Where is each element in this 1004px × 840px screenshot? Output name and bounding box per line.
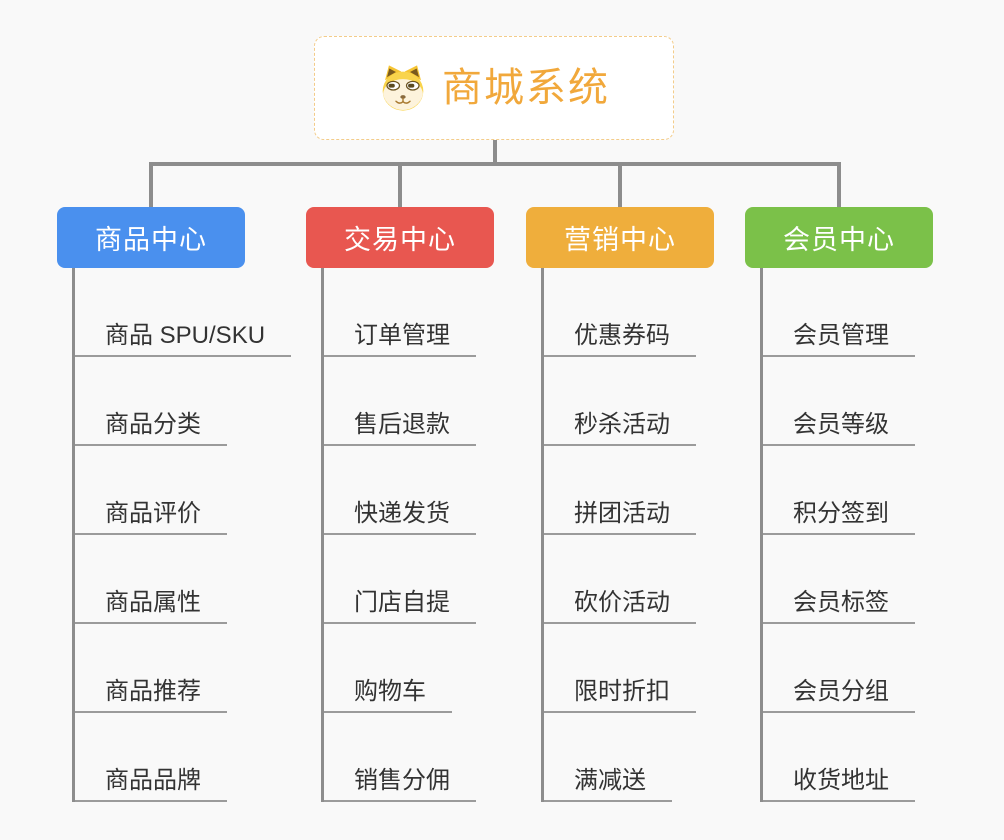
leaf-node[interactable]: 购物车 (324, 624, 452, 713)
leaf-node[interactable]: 商品分类 (75, 357, 227, 446)
leaf-node[interactable]: 售后退款 (324, 357, 476, 446)
leaf-node[interactable]: 商品 SPU/SKU (75, 268, 292, 357)
leaf-node[interactable]: 拼团活动 (544, 446, 696, 535)
connector-bus (149, 162, 841, 166)
branch-children-product: 商品 SPU/SKU 商品分类 商品评价 商品属性 商品推荐 商品品牌 (72, 268, 292, 802)
connector-root-stub (493, 140, 497, 166)
leaf-node[interactable]: 快递发货 (324, 446, 476, 535)
leaf-node[interactable]: 满减送 (544, 713, 672, 802)
leaf-node[interactable]: 会员管理 (763, 268, 915, 357)
branch-header-marketing[interactable]: 营销中心 (526, 207, 714, 268)
branch-header-product[interactable]: 商品中心 (57, 207, 245, 268)
leaf-node[interactable]: 商品属性 (75, 535, 227, 624)
leaf-node[interactable]: 商品推荐 (75, 624, 227, 713)
connector-stub-trade (398, 162, 402, 207)
leaf-node[interactable]: 订单管理 (324, 268, 476, 357)
leaf-node[interactable]: 会员等级 (763, 357, 915, 446)
leaf-node[interactable]: 砍价活动 (544, 535, 696, 624)
root-node[interactable]: 商城系统 (314, 36, 674, 140)
leaf-node[interactable]: 限时折扣 (544, 624, 696, 713)
leaf-node[interactable]: 收货地址 (763, 713, 915, 802)
branch-product: 商品中心 商品 SPU/SKU 商品分类 商品评价 商品属性 商品推荐 商品品牌 (57, 207, 292, 802)
branch-children-member: 会员管理 会员等级 积分签到 会员标签 会员分组 收货地址 (760, 268, 915, 802)
connector-stub-member (837, 162, 841, 207)
leaf-node[interactable]: 商品评价 (75, 446, 227, 535)
leaf-node[interactable]: 优惠券码 (544, 268, 696, 357)
branch-children-marketing: 优惠券码 秒杀活动 拼团活动 砍价活动 限时折扣 满减送 (541, 268, 696, 802)
branch-trade: 交易中心 订单管理 售后退款 快递发货 门店自提 购物车 销售分佣 (306, 207, 494, 802)
leaf-node[interactable]: 积分签到 (763, 446, 915, 535)
connector-stub-marketing (618, 162, 622, 207)
branch-children-trade: 订单管理 售后退款 快递发货 门店自提 购物车 销售分佣 (321, 268, 476, 802)
leaf-node[interactable]: 会员标签 (763, 535, 915, 624)
leaf-node[interactable]: 商品品牌 (75, 713, 227, 802)
branch-header-trade[interactable]: 交易中心 (306, 207, 494, 268)
dog-face-icon (378, 63, 428, 113)
leaf-node[interactable]: 门店自提 (324, 535, 476, 624)
leaf-node[interactable]: 销售分佣 (324, 713, 476, 802)
connector-stub-product (149, 162, 153, 207)
leaf-node[interactable]: 会员分组 (763, 624, 915, 713)
root-title: 商城系统 (442, 66, 610, 110)
branch-member: 会员中心 会员管理 会员等级 积分签到 会员标签 会员分组 收货地址 (745, 207, 933, 802)
leaf-node[interactable]: 秒杀活动 (544, 357, 696, 446)
branch-header-member[interactable]: 会员中心 (745, 207, 933, 268)
branch-marketing: 营销中心 优惠券码 秒杀活动 拼团活动 砍价活动 限时折扣 满减送 (526, 207, 714, 802)
